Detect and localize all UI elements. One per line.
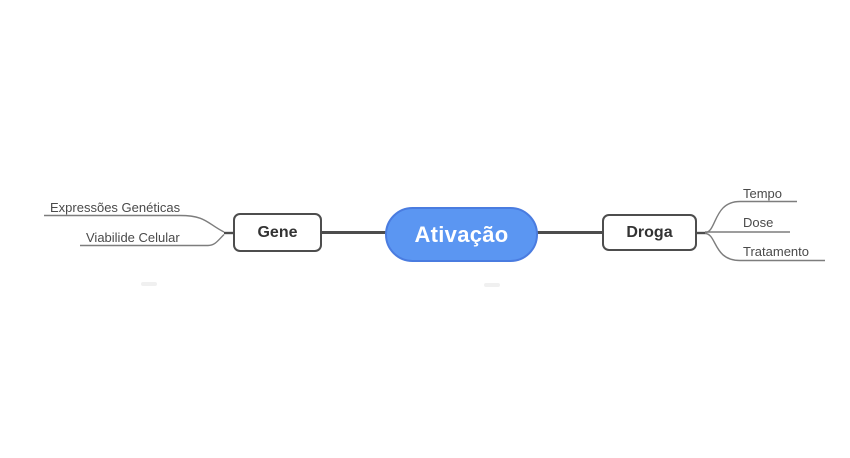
node-droga-label: Droga xyxy=(626,223,673,241)
node-droga[interactable]: Droga xyxy=(602,214,697,251)
node-root-label: Ativação xyxy=(414,221,509,247)
faint-smudge xyxy=(484,283,500,287)
faint-smudge xyxy=(141,282,157,286)
node-root-ativacao[interactable]: Ativação xyxy=(385,207,538,262)
right-leaf-lines xyxy=(704,200,825,262)
leaf-tempo[interactable]: Tempo xyxy=(743,186,783,201)
leaf-dose[interactable]: Dose xyxy=(743,215,774,230)
leaf-expressoes-geneticas[interactable]: Expressões Genéticas xyxy=(50,200,181,215)
leaf-viabilide-celular[interactable]: Viabilide Celular xyxy=(86,230,180,245)
node-gene-label: Gene xyxy=(257,223,298,241)
node-gene[interactable]: Gene xyxy=(233,213,322,252)
leaf-tratamento[interactable]: Tratamento xyxy=(743,244,809,259)
left-leaf-lines xyxy=(44,214,225,247)
